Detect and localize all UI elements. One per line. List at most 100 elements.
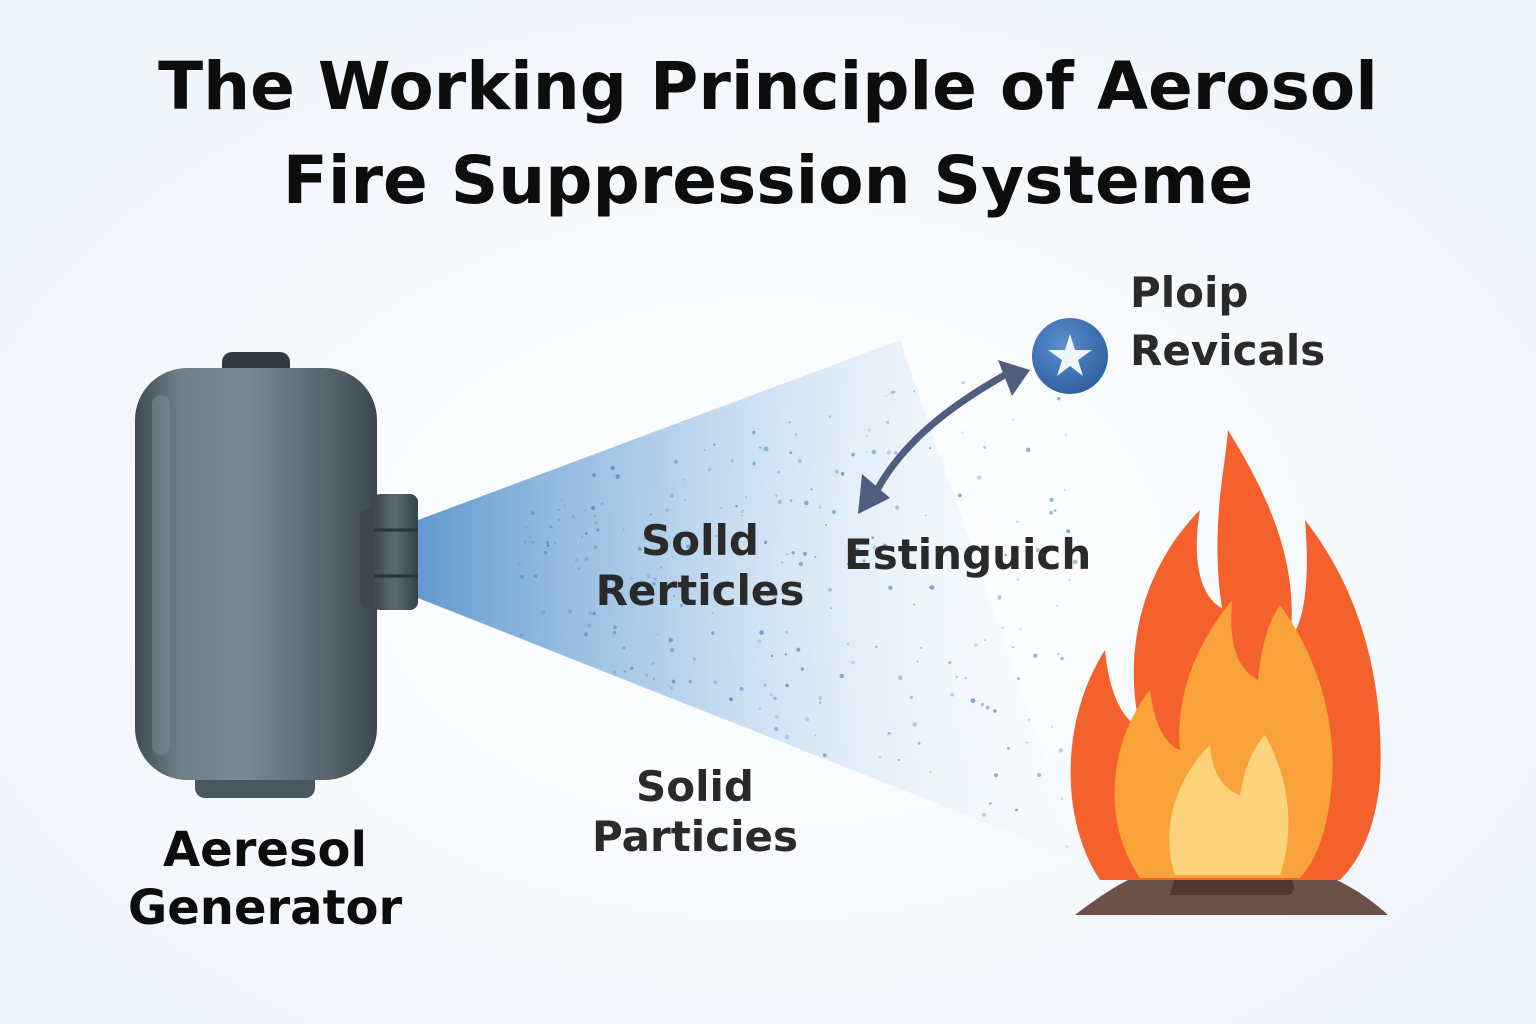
spray-particle xyxy=(804,717,810,722)
spray-particle xyxy=(621,604,624,607)
spray-particle xyxy=(711,612,714,614)
spray-particle xyxy=(1058,748,1064,753)
spray-particle xyxy=(595,528,600,532)
spray-particle xyxy=(1001,626,1005,630)
spray-particle xyxy=(543,550,548,555)
spray-particle xyxy=(912,722,917,727)
spray-particle xyxy=(882,543,887,548)
spray-particle xyxy=(897,758,900,762)
spray-particle xyxy=(818,701,822,704)
generator-label: Aeresol Generator xyxy=(100,822,430,937)
spray-particle xyxy=(885,395,887,397)
title-line-1: The Working Principle of Aerosol xyxy=(158,48,1378,125)
spray-particle xyxy=(871,536,874,540)
spray-particle xyxy=(741,514,743,517)
spray-particle xyxy=(968,553,971,555)
spray-particle xyxy=(974,643,978,647)
spray-particle xyxy=(818,696,823,701)
spray-particle xyxy=(851,660,855,665)
spray-particle xyxy=(984,639,986,641)
spray-particle xyxy=(846,563,849,565)
spray-particle xyxy=(540,610,546,616)
spray-particle xyxy=(713,680,718,685)
spray-particle xyxy=(886,450,891,455)
spray-particle xyxy=(1053,508,1057,512)
spray-particle xyxy=(1056,605,1059,607)
spray-particle xyxy=(679,603,684,608)
spray-particle xyxy=(1065,845,1069,848)
spray-particle xyxy=(601,502,604,505)
spray-particle xyxy=(739,686,744,691)
spray-particle xyxy=(770,654,774,658)
spray-particle xyxy=(610,465,615,471)
spray-particle xyxy=(715,535,718,537)
spray-particle xyxy=(757,639,762,644)
spray-particle xyxy=(630,576,633,580)
spray-particle xyxy=(1033,653,1038,658)
spray-particle xyxy=(1016,520,1019,523)
spray-particle xyxy=(1060,657,1064,661)
spray-particle xyxy=(530,511,535,515)
spray-particle xyxy=(893,390,896,393)
spray-particle xyxy=(660,566,663,569)
spray-particle xyxy=(886,733,890,736)
spray-particle xyxy=(860,542,863,545)
spray-particle xyxy=(804,500,809,506)
spray-particle xyxy=(599,584,603,589)
spray-particle xyxy=(1007,746,1010,750)
spray-particle xyxy=(867,428,871,432)
spray-particle xyxy=(802,551,808,557)
spray-particle xyxy=(772,595,778,601)
spray-particle xyxy=(1049,510,1053,515)
spray-particle xyxy=(777,470,781,474)
spray-particle xyxy=(623,670,626,673)
spray-particle xyxy=(1035,547,1040,553)
spray-particle xyxy=(1025,447,1031,453)
spray-particle xyxy=(615,474,621,479)
spray-particle xyxy=(683,701,685,704)
radicals-label-line-1: Ploip xyxy=(1130,268,1249,317)
spray-particle xyxy=(751,591,755,594)
spray-particle xyxy=(828,415,832,419)
spray-particle xyxy=(574,558,579,563)
spray-particle xyxy=(1019,628,1022,631)
spray-particle xyxy=(929,585,935,590)
spray-particle xyxy=(568,609,573,614)
spray-particle xyxy=(637,546,642,551)
spray-particle xyxy=(557,508,560,511)
spray-particle xyxy=(775,715,779,719)
spray-particle xyxy=(789,499,793,502)
spray-particle xyxy=(993,709,997,713)
spray-particle xyxy=(622,528,625,531)
solid-lower-line-2: Particies xyxy=(592,812,798,862)
spray-particle xyxy=(612,474,615,476)
spray-particle xyxy=(643,537,646,540)
spray-particle xyxy=(744,495,748,499)
spray-particle xyxy=(865,434,868,437)
spray-particle xyxy=(961,431,964,434)
spray-particle xyxy=(964,677,967,680)
spray-particle xyxy=(560,499,563,502)
spray-particle xyxy=(846,642,850,646)
spray-particle xyxy=(895,505,900,510)
radicals-label-line-2: Revicals xyxy=(1130,325,1326,375)
spray-particle xyxy=(671,679,676,684)
solid-particles-upper-label: Solld Rerticles xyxy=(560,516,840,617)
spray-particle xyxy=(793,601,796,604)
spray-particle xyxy=(546,541,549,545)
spray-particle xyxy=(519,574,524,579)
spray-particle xyxy=(752,461,756,466)
spray-particle xyxy=(1015,808,1018,812)
spray-particle xyxy=(818,506,822,509)
spray-particle xyxy=(553,541,557,545)
spray-particle xyxy=(630,666,634,670)
spray-particle xyxy=(773,696,777,701)
spray-particle xyxy=(577,566,581,570)
spray-particle xyxy=(549,525,553,529)
radical-star-icon xyxy=(1032,318,1108,394)
spray-particle xyxy=(784,653,788,656)
spray-particle xyxy=(546,544,550,547)
spray-particle xyxy=(752,430,756,435)
spray-particle xyxy=(1068,579,1071,581)
spray-particle xyxy=(571,514,576,519)
